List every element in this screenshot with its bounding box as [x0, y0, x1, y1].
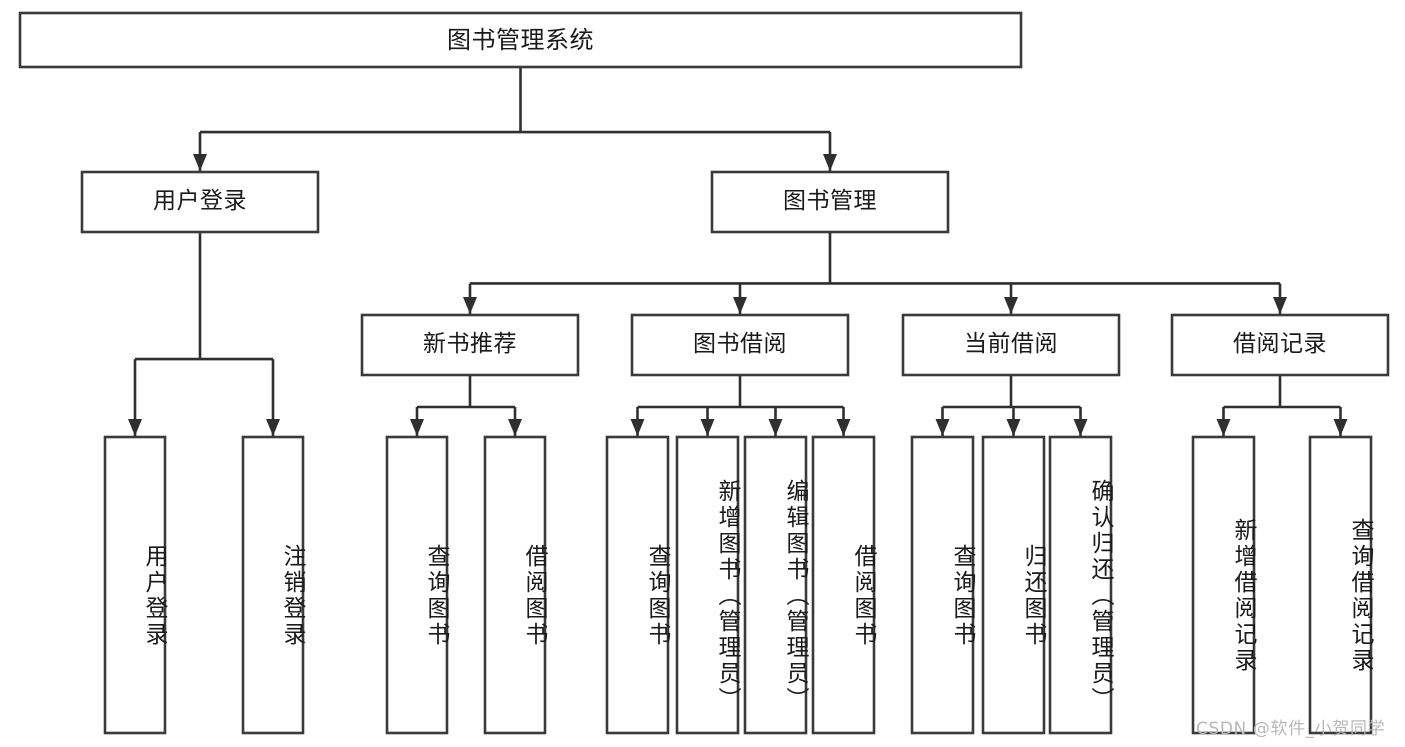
edge-arrow-leaf-user-logout — [266, 419, 280, 436]
edge-arrow-leaf-bo-edit — [768, 419, 783, 436]
node-box-current[interactable] — [901, 313, 1121, 377]
node-box-bookmgmt[interactable] — [710, 170, 950, 234]
node-box-records[interactable] — [1170, 313, 1390, 377]
node-box-leaf-nb-borrow[interactable] — [483, 435, 547, 735]
node-box-leaf-user-logout[interactable] — [241, 435, 305, 735]
edge-arrow-borrow — [733, 297, 747, 314]
edge-arrow-leaf-re-add — [1216, 419, 1231, 436]
node-box-root[interactable] — [18, 11, 1023, 69]
node-box-leaf-bo-lend[interactable] — [811, 435, 876, 735]
node-box-leaf-user-login[interactable] — [103, 435, 167, 735]
node-box-login[interactable] — [80, 170, 320, 234]
edge-arrow-leaf-nb-borrow — [508, 419, 522, 436]
edge-arrow-leaf-cu-confirm — [1073, 419, 1088, 436]
edge-arrow-leaf-re-query — [1333, 419, 1348, 436]
node-box-borrow[interactable] — [630, 313, 850, 377]
node-box-newbook[interactable] — [360, 313, 580, 377]
edge-arrow-login — [193, 154, 207, 171]
edge-arrow-leaf-cu-query — [935, 419, 950, 436]
edge-arrow-leaf-bo-query — [630, 419, 645, 436]
node-box-leaf-nb-query[interactable] — [385, 435, 449, 735]
edge-arrow-bookmgmt — [823, 154, 837, 171]
edge-arrow-leaf-nb-query — [410, 419, 424, 436]
edge-arrow-current — [1004, 297, 1018, 314]
edge-arrow-leaf-cu-return — [1006, 419, 1021, 436]
edge-arrow-records — [1273, 297, 1287, 314]
node-box-leaf-re-add[interactable] — [1191, 435, 1256, 735]
node-box-leaf-cu-query[interactable] — [910, 435, 975, 735]
node-box-leaf-cu-confirm[interactable] — [1048, 435, 1113, 735]
node-box-leaf-bo-edit[interactable] — [743, 435, 808, 735]
edge-arrow-leaf-user-login — [128, 419, 142, 436]
edge-arrow-leaf-bo-lend — [836, 419, 851, 436]
node-box-leaf-bo-query[interactable] — [605, 435, 670, 735]
node-box-leaf-re-query[interactable] — [1308, 435, 1373, 735]
connector-layer — [128, 67, 1348, 436]
node-box-leaf-cu-return[interactable] — [981, 435, 1046, 735]
node-box-layer — [18, 11, 1390, 735]
edge-arrow-newbook — [463, 297, 477, 314]
edge-arrow-leaf-bo-add — [700, 419, 715, 436]
node-box-leaf-bo-add[interactable] — [675, 435, 740, 735]
